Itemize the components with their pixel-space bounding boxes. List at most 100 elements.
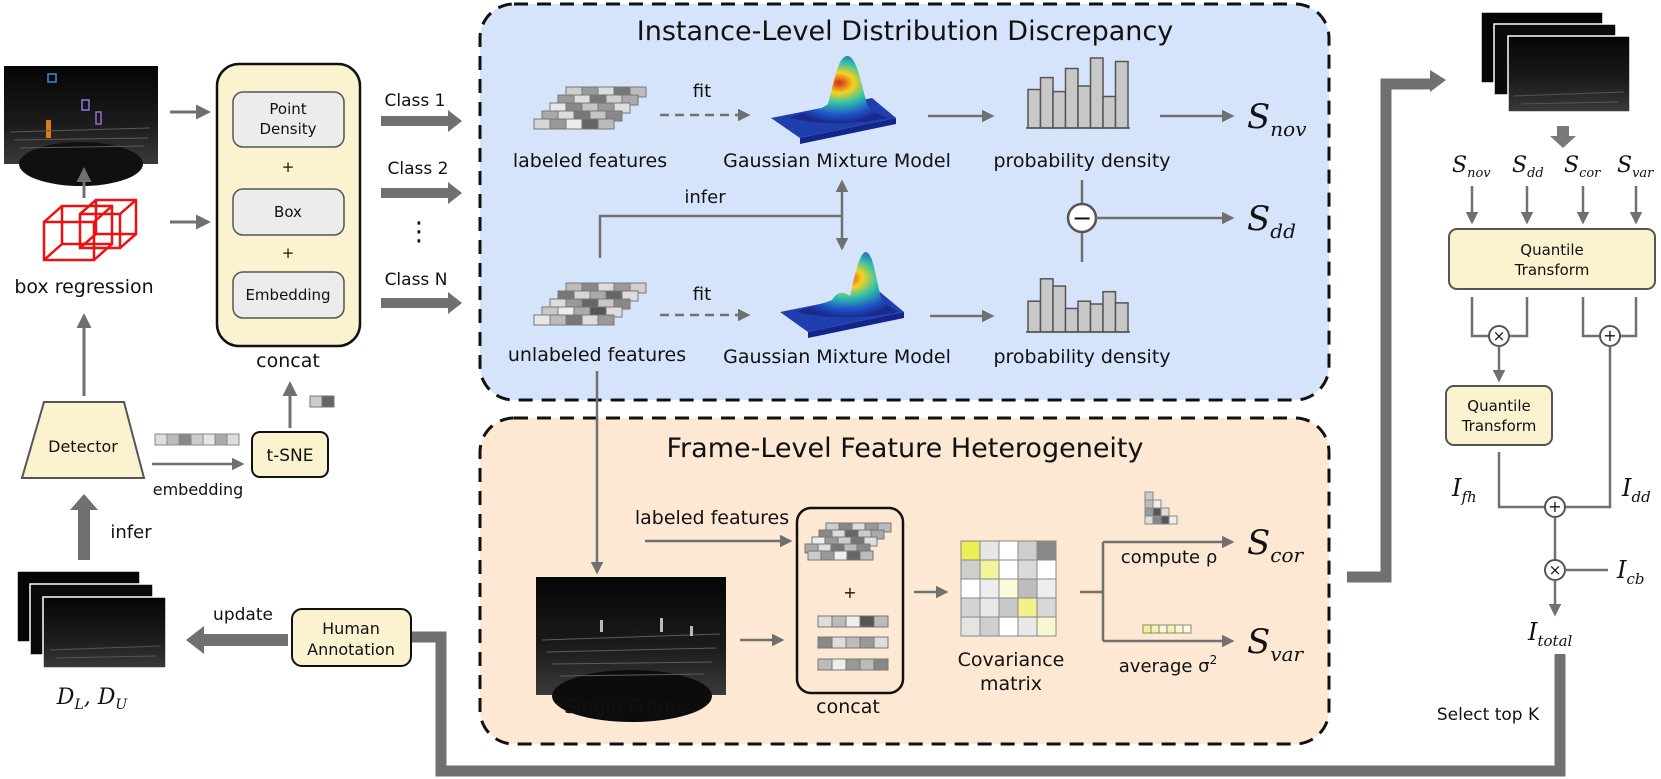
- covariance-cell: [960, 559, 981, 580]
- covariance-cell: [1036, 597, 1057, 618]
- embedding-vector-strip: [154, 433, 240, 446]
- covariance-cell: [1036, 559, 1057, 580]
- tsne-output-cell-1: [309, 395, 323, 408]
- down-arrow-to-scores: [1550, 126, 1576, 148]
- covariance-cell: [1017, 540, 1038, 561]
- concat-plus-1: +: [282, 158, 295, 176]
- multiply-sign-2: ×: [1549, 561, 1562, 579]
- frame-labeled-features-label: labeled features: [635, 507, 789, 529]
- covariance-cell: [979, 540, 1000, 561]
- single-frame-label: Single Frame: [564, 696, 688, 718]
- covariance-label-1: Covariance: [958, 649, 1065, 671]
- quantile-transform-top: [1448, 228, 1656, 290]
- update-arrow: [186, 626, 288, 654]
- quantile-small-to-plus: [1497, 452, 1545, 509]
- infer-path: [598, 214, 842, 258]
- histogram-bar: [1027, 300, 1042, 333]
- s-dd-score: Sdd: [1247, 199, 1296, 243]
- frame-concat-stack: [804, 522, 892, 561]
- gmm-surface-bottom: [780, 252, 904, 338]
- detector-trapezoid: [20, 401, 146, 479]
- class-1-arrow: [381, 110, 462, 132]
- covariance-cell: [1036, 540, 1057, 561]
- point-density-label: Point: [269, 100, 306, 118]
- gmm-label-top: Gaussian Mixture Model: [723, 150, 951, 172]
- scores-to-ranker-arrowhead: [1430, 70, 1446, 92]
- histogram-bar: [1052, 285, 1067, 333]
- covariance-cell: [1036, 616, 1057, 637]
- scores-to-ranker-connector: [1347, 78, 1432, 583]
- covariance-cell: [1017, 559, 1038, 580]
- histogram-bar: [1114, 60, 1129, 129]
- instance-panel-title: Instance-Level Distribution Discrepancy: [637, 16, 1174, 47]
- covariance-cell: [1017, 578, 1038, 599]
- histogram-bar: [1089, 57, 1104, 129]
- prob-density-label-bottom: probability density: [993, 346, 1170, 368]
- box-regression-label: box regression: [14, 276, 153, 298]
- quantile-top-label-1: Quantile: [1520, 241, 1583, 259]
- infer-label: infer: [110, 522, 152, 543]
- feedback-loop-line: [412, 631, 1566, 777]
- covariance-matrix: [960, 540, 1057, 637]
- covariance-cell: [998, 578, 1019, 599]
- covariance-cell: [998, 559, 1019, 580]
- covariance-cell: [998, 616, 1019, 637]
- class-1-label: Class 1: [385, 91, 446, 111]
- i-cb-label: Icb: [1616, 556, 1645, 588]
- covariance-cell: [979, 616, 1000, 637]
- box-feature-box: [232, 188, 345, 236]
- human-annotation-label-2: Annotation: [307, 640, 395, 659]
- covariance-cell: [960, 540, 981, 561]
- rho-triangle-icon: [1144, 491, 1178, 525]
- lidar-scene-image: [4, 66, 158, 186]
- labeled-features-label: labeled features: [513, 150, 667, 172]
- covariance-cell: [979, 597, 1000, 618]
- class-ellipsis: ⋮: [406, 217, 432, 247]
- quantile-transform-small: [1445, 385, 1553, 446]
- class-2-arrow: [381, 182, 462, 204]
- plus-sign-2: +: [1548, 497, 1561, 516]
- histogram-bar: [1102, 95, 1117, 129]
- i-dd-label: Idd: [1621, 474, 1651, 506]
- human-annotation-label-1: Human: [322, 619, 380, 638]
- histogram-bar: [1027, 88, 1042, 129]
- embedding-label: embedding: [153, 480, 243, 499]
- covariance-cell: [979, 578, 1000, 599]
- tsne-output-cell-2: [321, 395, 335, 408]
- human-annotation-box: [291, 608, 412, 667]
- unlabeled-features-stack: [533, 282, 647, 326]
- class-2-label: Class 2: [388, 159, 449, 179]
- input-s-dd: Sdd: [1512, 153, 1544, 181]
- covariance-cell: [979, 559, 1000, 580]
- frame-concat-label: concat: [816, 696, 880, 718]
- histogram-bottom: [1026, 278, 1130, 333]
- histogram-bar: [1052, 90, 1067, 129]
- average-sigma-label: average σ2: [1119, 653, 1217, 677]
- fit-label-bottom: fit: [693, 284, 711, 305]
- frame-concat-rows: [817, 615, 889, 671]
- covariance-cell: [960, 616, 981, 637]
- gmm-label-bottom: Gaussian Mixture Model: [723, 346, 951, 368]
- quantile-small-label-1: Quantile: [1467, 397, 1530, 415]
- histogram-bar: [1077, 300, 1092, 333]
- covariance-cell: [1036, 578, 1057, 599]
- i-fh-label: Ifh: [1451, 474, 1477, 506]
- compute-rho-label: compute ρ: [1121, 547, 1218, 568]
- s-cor-score: Scor: [1247, 523, 1305, 567]
- instance-level-panel: [478, 2, 1331, 402]
- quantile-small-label-2: Transform: [1461, 417, 1537, 435]
- quantile-top-label-2: Transform: [1514, 261, 1590, 279]
- labeled-features-stack: [533, 86, 647, 130]
- dataset-stack-icon: [16, 570, 167, 669]
- minus-sign: −: [1072, 204, 1092, 232]
- plus-down-line: [1565, 346, 1612, 509]
- histogram-bar: [1064, 307, 1079, 333]
- fit-label-top: fit: [693, 81, 711, 102]
- single-frame-image: [536, 577, 726, 722]
- i-total-label: Itotal: [1527, 618, 1573, 650]
- cov-branch-lines: [1080, 542, 1105, 641]
- class-n-arrow: [381, 292, 462, 314]
- histogram-bar: [1089, 303, 1104, 333]
- frame-concat-plus: +: [843, 583, 856, 602]
